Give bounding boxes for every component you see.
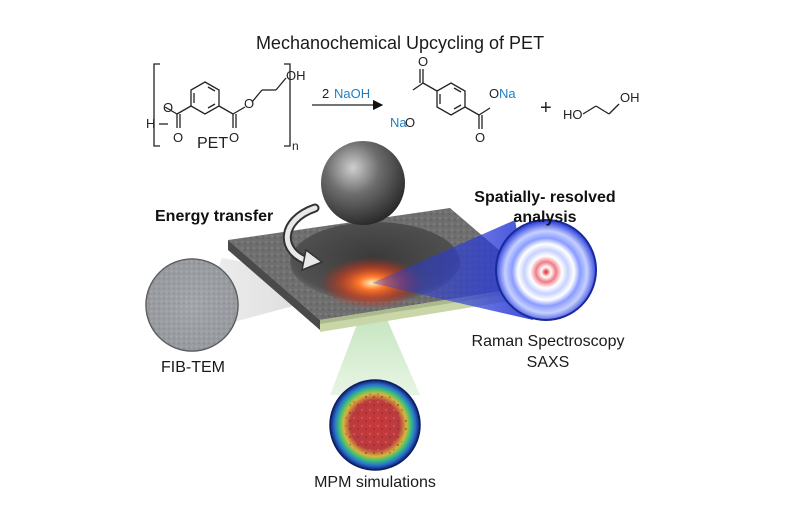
pet-hydroxyl: OH [286,68,306,83]
reagent-naoh: NaOH [334,86,370,101]
raman-saxs-image [495,219,597,321]
product-oxygen-left: O [405,115,415,130]
pet-label: PET [197,135,228,152]
pet-oxygen-ester: O [244,96,254,111]
spatially-resolved-label-line1: Spatially- resolved [474,189,616,206]
fib-tem-label: FIB-TEM [161,359,225,376]
pet-oxygen-carbonyl-left: O [173,130,183,145]
page-title: Mechanochemical Upcycling of PET [255,33,545,53]
product-sodium-right: Na [499,86,516,101]
polymer-bracket-right [284,63,291,147]
mpm-simulations-label: MPM simulations [314,474,436,491]
reaction-scheme [153,63,620,147]
repeat-subscript: n [292,139,299,153]
milling-ball [321,141,405,225]
glycol-oh: OH [620,90,640,105]
mpm-simulation-image [329,379,421,471]
pet-oxygen-left: O [163,100,173,115]
plus-sign: + [540,97,552,119]
polymer-bracket-left [153,63,160,147]
ethylene-glycol [582,103,620,115]
product-oxygen-bottom: O [475,130,485,145]
mpm-beam [330,285,420,395]
energy-transfer-arrow [282,203,324,272]
pet-oxygen-carbonyl-right: O [229,130,239,145]
spatially-resolved-label-line2: analysis [513,209,577,226]
raman-label: Raman Spectroscopy [471,333,625,350]
pet-benzene-ring [190,81,220,115]
product-oxygen-right: O [489,86,499,101]
saxs-label: SAXS [526,354,570,371]
raman-beam [372,220,533,320]
product-sodium-left: Na [390,115,407,130]
energy-transfer-label: Energy transfer [155,208,274,225]
product-benzene-ring [436,82,466,116]
pet-hydrogen: H [146,116,155,131]
product-oxygen-top: O [418,54,428,69]
fib-tem-image [145,258,239,352]
glycol-ho: HO [563,107,583,122]
reaction-text: H O O O O OH PET n 2 NaOH O O Na O Na O … [146,54,640,153]
reagent-coefficient: 2 [322,86,329,101]
